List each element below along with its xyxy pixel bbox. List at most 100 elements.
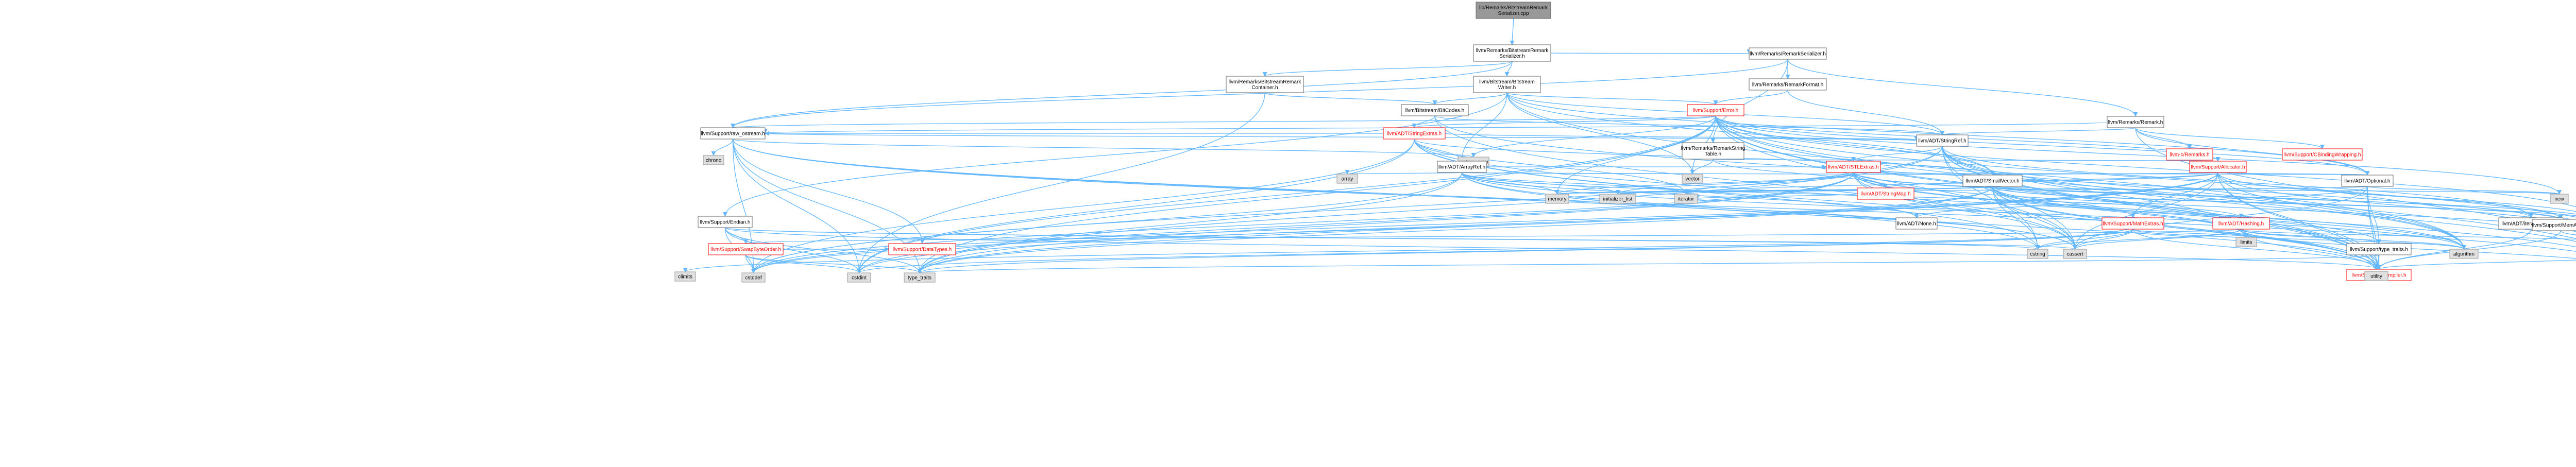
node-label: llvm/ADT/StringExtras.h	[1387, 131, 1442, 137]
edge-hashing-to-cassert	[2073, 229, 2242, 250]
node-mathext[interactable]: llvm/Support/MathExtras.h	[2102, 217, 2164, 230]
node-dtypes[interactable]: llvm/Support/DataTypes.h	[888, 243, 956, 255]
node-label: cstring	[2030, 252, 2045, 257]
node-box	[1895, 217, 1938, 230]
edge-optional-to-new	[2367, 186, 2562, 195]
node-initlist: initializer_list	[1599, 194, 1636, 204]
edge-alloc-to-iterator	[1684, 172, 2218, 195]
node-label: llvm/Support/type_traits.h	[2350, 247, 2408, 253]
node-label: limits	[2241, 240, 2252, 246]
node-box	[1682, 142, 1744, 160]
edge-mathext-to-limits	[2132, 229, 2249, 238]
edge-mathext-to-climits	[683, 229, 2133, 272]
node-cremarks[interactable]: llvm-c/Remarks.h	[2166, 148, 2213, 161]
node-strmap[interactable]: llvm/ADT/StringMap.h	[1857, 187, 1914, 200]
node-label: llvm/ADT/iterator_range.h	[2502, 221, 2561, 227]
node-cstddef: cstddef	[741, 272, 766, 283]
node-label: llvm/Remarks/BitstreamRemark	[1229, 79, 1302, 85]
node-err[interactable]: llvm/Support/Error.h	[1687, 104, 1744, 116]
node-smallvec[interactable]: llvm/ADT/SmallVector.h	[1962, 175, 2023, 187]
node-strref[interactable]: llvm/ADT/StringRef.h	[1916, 134, 1969, 147]
dependency-nodes: lib/Remarks/BitstreamRemarkSerializer.cp…	[674, 2, 2576, 283]
node-label: llvm/ADT/ArrayRef.h	[1438, 165, 1485, 170]
node-box	[888, 243, 956, 255]
edge-arrref-to-iterator	[1461, 172, 1688, 195]
node-label: new	[2554, 197, 2564, 202]
node-bcodes[interactable]: llvm/Bitstream/BitCodes.h	[1401, 104, 1469, 116]
node-box	[1599, 194, 1636, 204]
node-remark[interactable]: llvm/Remarks/Remark.h	[2107, 116, 2164, 128]
edge-alloc-to-smallvec	[1991, 170, 2218, 176]
edge-root-to-brs	[1510, 18, 1515, 45]
edge-rst-to-strmap	[1713, 159, 1888, 188]
node-box	[1857, 187, 1914, 200]
edge-strref-to-typetraits_std	[917, 146, 1943, 273]
edge-stlext-to-algorithm	[1853, 172, 2466, 250]
edge-stlext-to-cassert	[1853, 172, 2078, 250]
node-optional[interactable]: llvm/ADT/Optional.h	[2341, 175, 2394, 187]
edge-raw-to-syserr	[732, 139, 1476, 158]
edge-stlext-to-cstdlib	[1853, 172, 2576, 215]
node-box	[1687, 104, 1744, 116]
node-chrono: chrono	[703, 155, 724, 165]
node-label: llvm/Support/Error.h	[1693, 108, 1738, 114]
node-hashing[interactable]: llvm/ADT/Hashing.h	[2212, 217, 2270, 230]
node-box	[2282, 148, 2363, 161]
node-label: llvm/ADT/StringMap.h	[1860, 192, 1910, 197]
node-stlext[interactable]: llvm/ADT/STLExtras.h	[1826, 161, 1881, 173]
edge-arrref-to-cassert	[1461, 172, 2077, 250]
node-memalloc[interactable]: llvm/Support/MemAlloc.h	[2532, 219, 2576, 231]
edge-smallvec-to-cassert	[1992, 186, 2078, 250]
node-box	[698, 216, 753, 228]
node-label: llvm/ADT/Hashing.h	[2218, 221, 2264, 227]
node-strext[interactable]: llvm/ADT/StringExtras.h	[1383, 127, 1446, 140]
node-label: llvm/Bitstream/Bitstream	[1479, 79, 1535, 85]
node-label: llvm/Support/SwapByteOrder.h	[710, 247, 781, 253]
edge-rser-to-remark	[1787, 59, 2138, 117]
node-box	[2550, 194, 2569, 204]
node-typetraits_std: type_traits	[904, 272, 936, 283]
node-box	[2341, 175, 2394, 187]
node-label: vector	[1685, 177, 1700, 182]
edge-err-to-utility	[1715, 115, 2379, 272]
node-box	[1916, 134, 1969, 147]
node-box	[2235, 237, 2257, 247]
node-arrref[interactable]: llvm/ADT/ArrayRef.h	[1437, 161, 1487, 173]
node-box	[674, 271, 696, 282]
node-typetraits[interactable]: llvm/Support/type_traits.h	[2346, 243, 2412, 255]
node-box	[708, 243, 784, 255]
node-rfmt[interactable]: llvm/Remarks/RemarkFormat.h	[1749, 78, 1827, 91]
edge-stlext-to-iterator	[1684, 172, 1854, 195]
edge-raw-to-cstdint	[732, 139, 862, 273]
node-box	[2449, 249, 2479, 259]
edge-hashing-to-utility	[2241, 229, 2379, 272]
node-array: array	[1336, 174, 1358, 184]
dependency-edges	[683, 18, 2576, 273]
node-sbo[interactable]: llvm/Support/SwapByteOrder.h	[708, 243, 784, 255]
edge-raw-to-chrono	[711, 139, 734, 156]
node-cbw[interactable]: llvm/Support/CBindingWrapping.h	[2282, 148, 2363, 161]
edge-brs-to-brc	[1262, 61, 1513, 77]
node-raw[interactable]: llvm/Support/raw_ostream.h	[700, 127, 766, 140]
node-none[interactable]: llvm/ADT/None.h	[1895, 217, 1938, 230]
node-rser[interactable]: llvm/Remarks/RemarkSerializer.h	[1749, 47, 1827, 60]
node-label: llvm/Support/MemAlloc.h	[2532, 223, 2576, 229]
edge-err-to-algorithm	[1715, 115, 2466, 250]
edge-rfmt-to-strref	[1787, 90, 1945, 135]
node-alloc[interactable]: llvm/Support/Allocator.h	[2189, 161, 2247, 173]
node-label: initializer_list	[1603, 197, 1633, 202]
edge-stlext-to-initlist	[1615, 172, 1854, 195]
edge-err-to-raw	[731, 115, 1716, 128]
edge-arrref-to-cstddef	[751, 172, 1463, 273]
node-label: llvm/Support/Endian.h	[700, 220, 751, 226]
node-endian[interactable]: llvm/Support/Endian.h	[698, 216, 753, 228]
edge-err-to-cstdint	[857, 115, 1716, 273]
node-cstdint: cstdint	[847, 272, 871, 283]
node-label: Writer.h	[1498, 85, 1516, 91]
node-label: llvm/ADT/None.h	[1897, 221, 1936, 227]
